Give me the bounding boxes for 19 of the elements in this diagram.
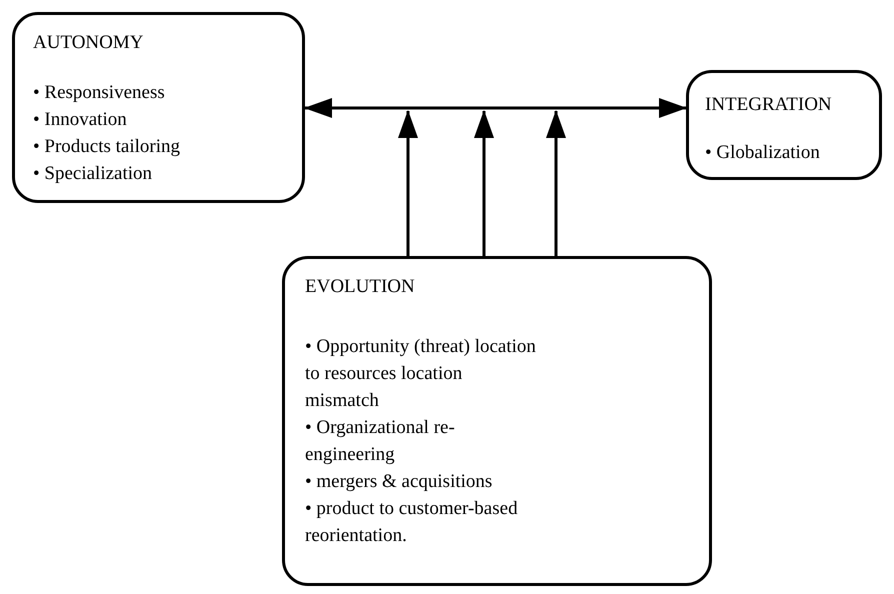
rounded-box bbox=[282, 256, 712, 586]
rounded-box bbox=[12, 12, 305, 203]
box-heading: EVOLUTION bbox=[305, 275, 416, 299]
bullet-item: • product to customer-based reorientation. bbox=[305, 497, 519, 548]
arrow bbox=[304, 98, 687, 118]
arrow bbox=[546, 110, 566, 256]
bullet-item: • Globalization bbox=[705, 141, 821, 165]
bullet-item: • Organizational re-engineering bbox=[305, 416, 456, 467]
arrow bbox=[398, 110, 418, 256]
bullet-item: • Specialization bbox=[33, 162, 154, 186]
box-heading: AUTONOMY bbox=[33, 31, 144, 55]
bullet-item: • Innovation bbox=[33, 108, 128, 132]
arrow bbox=[474, 110, 494, 256]
bullet-item: • Products tailoring bbox=[33, 135, 182, 159]
bullet-item: • Responsiveness bbox=[33, 81, 166, 105]
box-heading: INTEGRATION bbox=[705, 93, 833, 117]
bullet-item: • mergers & acquisitions bbox=[305, 470, 494, 494]
bullet-item: • Opportunity (threat) location to resources location mismatch bbox=[305, 335, 537, 413]
rounded-box bbox=[686, 70, 882, 180]
